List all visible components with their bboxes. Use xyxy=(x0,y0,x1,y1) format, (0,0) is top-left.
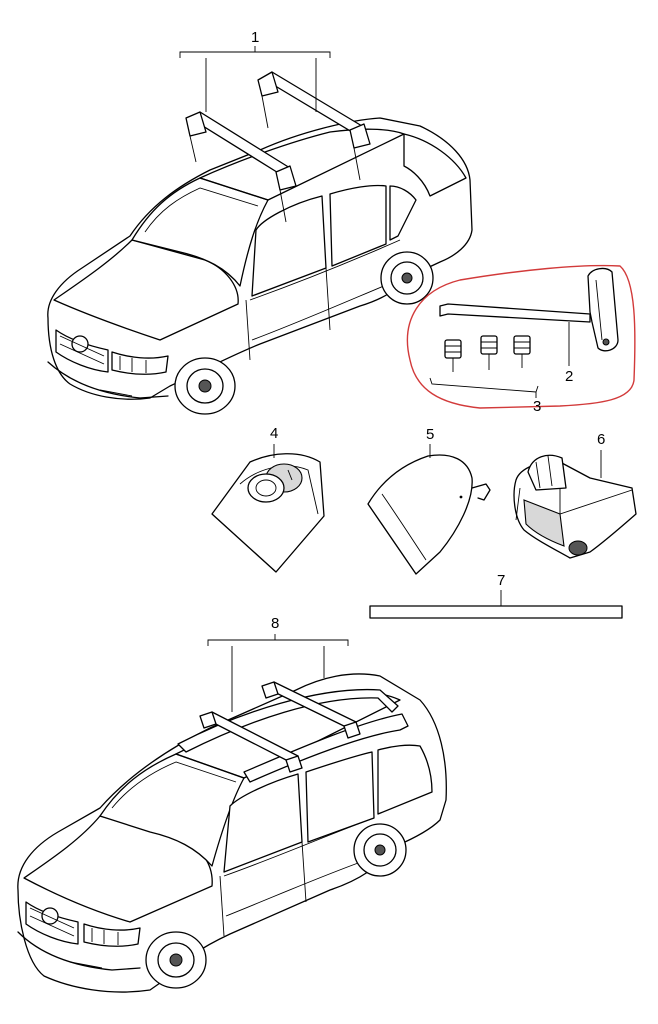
part-5-cover-cap xyxy=(367,454,491,575)
callout-2: 2 xyxy=(565,322,573,385)
highlight-outline xyxy=(406,264,636,409)
callout-8: 8 xyxy=(207,615,349,712)
sedan-car-illustration xyxy=(47,117,473,415)
svg-text:3: 3 xyxy=(533,398,541,415)
callout-1: 1 xyxy=(179,29,331,112)
callout-3: 3 xyxy=(429,377,541,415)
svg-text:8: 8 xyxy=(271,615,279,632)
svg-text:5: 5 xyxy=(426,426,434,443)
wagon-car-illustration xyxy=(17,673,447,993)
lock-cylinder-key xyxy=(439,267,619,352)
svg-text:1: 1 xyxy=(251,29,259,46)
part-7-strip xyxy=(369,605,623,619)
part-4-foot-cover xyxy=(211,453,325,573)
wagon-roof-rack xyxy=(199,681,361,773)
svg-text:7: 7 xyxy=(497,572,505,589)
callout-6: 6 xyxy=(597,431,605,478)
callout-7: 7 xyxy=(497,572,505,606)
bolt-set xyxy=(444,335,531,372)
sedan-roof-rack xyxy=(185,71,371,223)
svg-text:4: 4 xyxy=(270,425,278,442)
callout-5: 5 xyxy=(426,426,434,458)
part-6-rack-foot xyxy=(513,454,637,559)
svg-text:6: 6 xyxy=(597,431,605,448)
callout-4: 4 xyxy=(270,425,278,458)
svg-text:2: 2 xyxy=(565,368,573,385)
